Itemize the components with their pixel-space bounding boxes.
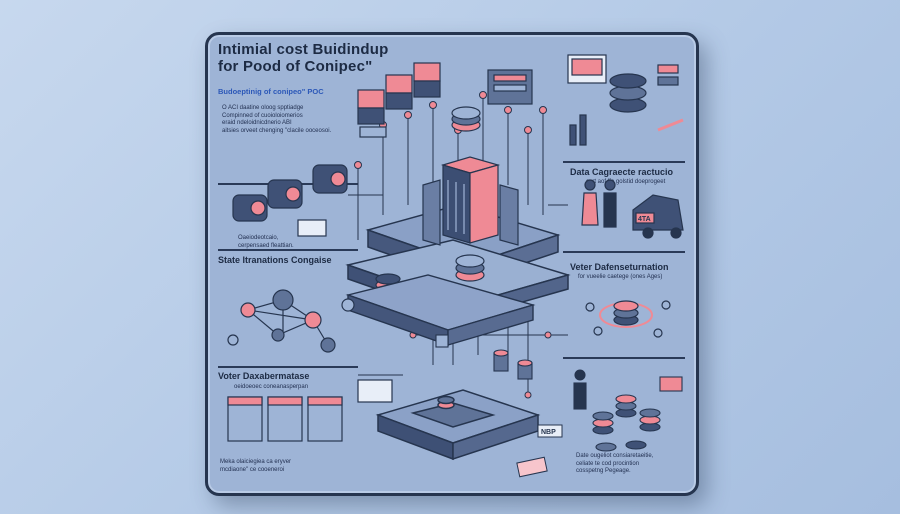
state-node-graph (227, 289, 355, 353)
bottom-left-caption: Meka olaiciegiea ca eryver mcdiaone" ce … (220, 459, 291, 474)
vector-database-caption: oeidoeoec coneanasperpan (234, 384, 309, 390)
page-subtitle: Budoeptinig of conipeo" POC (218, 87, 324, 96)
left-platform (345, 274, 536, 346)
right-bottom-caption-line-2: celiate te cod procintion (576, 460, 640, 467)
box-tag: NBP (541, 429, 556, 436)
pin-dots (354, 91, 552, 399)
right-bottom-caption-line-3: cosspetng Pegeage. (576, 468, 631, 474)
right-top-scene (567, 54, 684, 146)
car-tag: 4TA (638, 216, 651, 223)
intro-line-2: Compinned of cuoioloiomerios (222, 112, 303, 119)
left-divider-3 (218, 366, 358, 368)
isometric-illustration: 4TA NBP (227, 54, 684, 478)
server-tower (422, 156, 519, 246)
left-caption: Oaeiodeotcaio, cerpensaed fleattian. (238, 235, 294, 250)
state-transitions-heading: State Itranations Congaise (218, 255, 332, 265)
right-bottom-caption-line-1: Date ougeliot consiaretaeitie, (576, 453, 654, 459)
intro-line-3: eraid ndeloidnicdnerio ABI (222, 120, 292, 126)
page-title: Intimial cost Buidindup for Pood of Coni… (218, 41, 418, 75)
mid-cylinders (435, 334, 533, 380)
intro-text: O ACI daatine oloog spptiadge Compinned … (222, 105, 357, 135)
right-divider-1 (563, 161, 685, 163)
bottom-right-caption: Date ougeliot consiaretaeitie, celiate t… (576, 453, 653, 476)
left-device-icons (232, 164, 348, 237)
bottom-caption-line-1: Meka olaiciegiea ca eryver (220, 459, 292, 465)
vector-db-cards (227, 379, 393, 442)
tag-labels (516, 424, 563, 478)
data-stacks (573, 369, 683, 452)
left-caption-line-1: Oaeiodeotcaio, (238, 235, 279, 241)
data-aggregate-heading: Data Cagraecte ractucio (570, 167, 674, 177)
left-caption-line-2: cerpensaed fleattian. (238, 242, 294, 249)
title-line-1: Intimial cost Buidindup (218, 41, 389, 58)
infographic-board: Intimial cost Buidindup for Pood of Coni… (205, 32, 699, 496)
bottom-platform (375, 389, 541, 461)
vector-transformation-heading: Veter Dafenseturnation (570, 262, 669, 272)
top-device-cubes (357, 62, 533, 138)
people-and-car (581, 179, 684, 239)
bottom-caption-line-2: mcdiaone" ce cooeneroi (220, 466, 285, 473)
vector-transform-disc (585, 300, 671, 338)
title-line-2: for Pood of Conipec" (218, 58, 373, 75)
vector-database-heading: Voter Daxabermatase (218, 371, 310, 381)
right-divider-3 (563, 357, 685, 359)
left-divider-2 (218, 249, 358, 251)
right-divider-2 (563, 251, 685, 253)
vector-transformation-caption: for vueelie caetege (ones Ages) (578, 274, 663, 280)
intro-line-1: O ACI daatine oloog spptiadge (222, 105, 304, 111)
intro-line-4: aitsies orveet chenging "clacile ooceoso… (222, 127, 332, 134)
data-aggregate-caption: cort aof ffe golstid doeprogeet (586, 179, 666, 185)
